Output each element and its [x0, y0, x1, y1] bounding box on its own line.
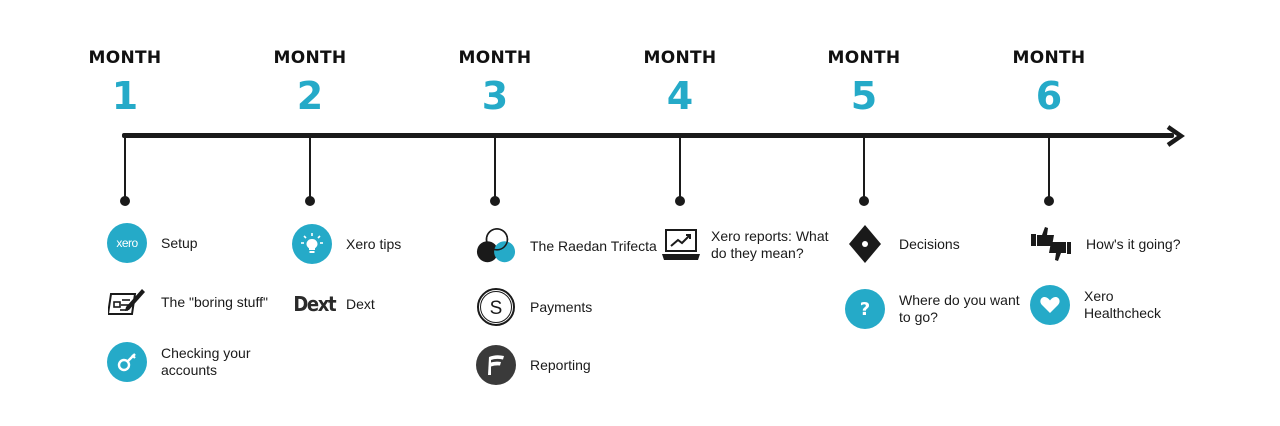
connector-line: [309, 136, 311, 198]
month-label: MONTH: [88, 48, 162, 68]
payments-s-icon: S: [476, 287, 516, 327]
item-reporting: Reporting: [476, 345, 660, 385]
connector-dot: [305, 196, 315, 206]
connector-dot: [675, 196, 685, 206]
month-number: 5: [850, 74, 878, 118]
timeline-axis: [122, 133, 1174, 138]
question-icon: ?: [845, 289, 885, 329]
month-label: MONTH: [458, 48, 532, 68]
item-xero-healthcheck: Xero Healthcheck: [1030, 285, 1184, 325]
connector-line: [1048, 136, 1050, 198]
month-number: 6: [1035, 74, 1063, 118]
item-label: Decisions: [899, 235, 960, 252]
item-checking-accounts: Checking your accounts: [107, 342, 291, 382]
laptop-chart-icon: [661, 225, 701, 265]
connector-dot: [1044, 196, 1054, 206]
month-label: MONTH: [643, 48, 717, 68]
month-label: MONTH: [827, 48, 901, 68]
item-decisions: Decisions: [845, 224, 1029, 264]
connector-dot: [120, 196, 130, 206]
connector-line: [124, 136, 126, 198]
item-payments: S Payments: [476, 287, 660, 327]
item-label: Checking your accounts: [161, 345, 251, 378]
item-label: Reporting: [530, 356, 591, 373]
diamond-decision-icon: [845, 224, 885, 264]
item-boring-stuff: The "boring stuff": [107, 282, 301, 322]
key-icon: [107, 342, 147, 382]
lightbulb-icon: [292, 224, 332, 264]
month-number: 3: [481, 74, 509, 118]
item-hows-it-going: How's it going?: [1030, 224, 1216, 264]
svg-text:S: S: [490, 298, 503, 319]
timeline-arrowhead-icon: [1166, 125, 1185, 147]
item-label: How's it going?: [1086, 235, 1181, 252]
dext-logo-icon: Dext: [293, 292, 336, 316]
item-label: Setup: [161, 234, 198, 251]
item-label: Xero Healthcheck: [1084, 288, 1162, 321]
item-label: Dext: [346, 295, 375, 312]
item-xero-tips: Xero tips: [292, 224, 476, 264]
item-label: Xero tips: [346, 235, 402, 252]
item-label: The "boring stuff": [161, 293, 268, 310]
month-label: MONTH: [1012, 48, 1086, 68]
connector-dot: [490, 196, 500, 206]
connector-line: [494, 136, 496, 198]
month-number: 1: [111, 74, 139, 118]
xero-logo-icon: xero: [107, 223, 147, 263]
item-label: Where do you want to go?: [899, 292, 1020, 325]
month-label: MONTH: [273, 48, 347, 68]
connector-line: [863, 136, 865, 198]
venn-circles-icon: [476, 226, 516, 266]
month-number: 2: [296, 74, 324, 118]
item-label: Xero reports: What do they mean?: [711, 228, 829, 261]
reporting-f-icon: [476, 345, 516, 385]
item-label: Payments: [530, 298, 593, 315]
month-number: 4: [666, 74, 694, 118]
item-label: The Raedan Trifecta: [530, 237, 657, 254]
item-where-to-go: ? Where do you want to go?: [845, 289, 1029, 329]
connector-dot: [859, 196, 869, 206]
item-raedan-trifecta: The Raedan Trifecta: [476, 226, 660, 266]
clipboard-pen-icon: [107, 282, 147, 322]
item-xero-reports: Xero reports: What do they mean?: [661, 225, 836, 265]
connector-line: [679, 136, 681, 198]
item-setup: xero Setup: [107, 223, 291, 263]
item-dext: Dext Dext: [292, 284, 476, 324]
heart-icon: [1030, 285, 1070, 325]
thumbs-up-down-icon: [1030, 224, 1072, 264]
